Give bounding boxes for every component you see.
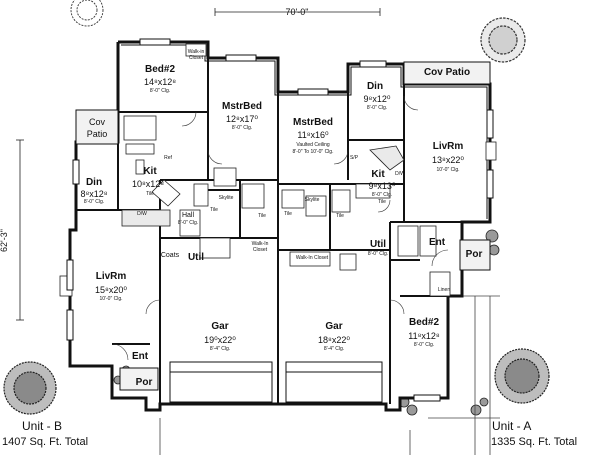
- tile-3: Tile: [284, 211, 292, 217]
- room-mstrbed-a-name: MstrBed: [292, 117, 334, 128]
- cov-patio-b-line2: Patio: [86, 129, 108, 139]
- linen-label: Linen: [437, 287, 451, 293]
- door-swings: [111, 95, 449, 361]
- patios: [75, 61, 491, 391]
- room-gar-b-note: 8'-4" Clg.: [209, 346, 231, 352]
- unit-b-area: 1407 Sq. Ft. Total: [2, 436, 89, 448]
- ref-label: Ref: [164, 155, 172, 161]
- room-din-b-note: 8'-0" Clg.: [83, 199, 105, 205]
- room-kit-a-note: 8'-0" Clg.: [371, 192, 393, 198]
- dw-b-label: D/W: [137, 211, 147, 217]
- hall-label: Hall: [181, 212, 195, 219]
- por-b-label: Por: [135, 377, 153, 388]
- ent-b-label: Ent: [131, 351, 149, 362]
- room-kit-b-note: Tile: [146, 191, 154, 197]
- room-bed2-a-size: 11⁸x12⁸: [408, 331, 440, 341]
- room-din-a-note: 8'-0" Clg.: [366, 105, 388, 111]
- room-din-b-name: Din: [85, 177, 103, 188]
- room-mstrbed-b-name: MstrBed: [221, 101, 263, 112]
- tree-top-left: [70, 0, 104, 27]
- room-mstrbed-b-size: 12⁸x17⁰: [226, 114, 258, 124]
- room-bed2-a-note: 8'-0" Clg.: [413, 342, 435, 348]
- room-kit-b-name: Kit: [143, 166, 157, 177]
- walkin-closet-b-2: Closet: [252, 247, 268, 253]
- tile-1: Tile: [210, 207, 218, 213]
- room-bed2-b-note: 8'-0" Clg.: [149, 88, 171, 94]
- unit-a-area: 1335 Sq. Ft. Total: [491, 436, 578, 448]
- room-kit-a-name: Kit: [371, 169, 385, 180]
- unit-a-name: Unit - A: [492, 419, 532, 433]
- coats-label: Coats: [160, 252, 180, 259]
- room-din-a-size: 9⁸x12⁰: [363, 94, 391, 104]
- tile-2: Tile: [258, 213, 266, 219]
- overall-width-dimension: [214, 8, 381, 16]
- room-kit-b-size: 10⁸x12⁸: [131, 179, 165, 189]
- overall-depth-dimension: [16, 139, 24, 321]
- ent-a-label: Ent: [428, 237, 446, 248]
- room-bed2-b-name: Bed#2: [144, 64, 176, 75]
- room-mstrbed-a-note: Vaulted Ceiling: [296, 142, 330, 148]
- util-a-note: 8'-0" Clg.: [367, 251, 389, 257]
- room-livrm-a-size: 13⁸x22⁰: [432, 155, 464, 165]
- room-din-b-size: 8⁸x12⁸: [80, 189, 108, 199]
- dw-a-label: D/W: [395, 171, 405, 177]
- garage-doors: [169, 361, 383, 403]
- skylite-a: Skylite: [304, 197, 320, 203]
- walkin-closet-b-1: Walk-In: [251, 241, 269, 247]
- room-livrm-a-name: LivRm: [432, 141, 464, 152]
- overall-width-label: 70'-0": [285, 7, 309, 17]
- windows: [66, 38, 494, 402]
- tree-bottom-left: [3, 361, 57, 415]
- room-kit-a-size: 9⁸x13⁰: [368, 181, 396, 191]
- skylite-b: Skylite: [218, 195, 234, 201]
- room-bed2-a-name: Bed#2: [408, 317, 440, 328]
- tree-bottom-right: [494, 348, 550, 404]
- cov-patio-b-line1: Cov: [88, 117, 106, 127]
- driveway: [159, 295, 500, 455]
- cov-patio-a-label: Cov Patio: [423, 67, 471, 78]
- room-livrm-b-note: 10'-0" Clg.: [99, 296, 123, 302]
- room-gar-a-note: 8'-4" Clg.: [323, 346, 345, 352]
- fixtures: [59, 43, 497, 297]
- walkin-closet-top-2: Closet: [188, 55, 204, 61]
- room-gar-b-name: Gar: [211, 321, 229, 332]
- walkin-closet-top-1: Walk-in: [187, 49, 205, 55]
- room-gar-a-size: 18⁸x22⁰: [318, 335, 350, 345]
- util-a-label: Util: [369, 239, 387, 250]
- tree-top-right: [480, 17, 526, 63]
- room-livrm-b-size: 15⁸x20⁰: [95, 285, 127, 295]
- room-gar-a-name: Gar: [325, 321, 343, 332]
- room-gar-b-size: 19⁰x22⁰: [204, 335, 236, 345]
- room-livrm-b-name: LivRm: [95, 271, 127, 282]
- walkin-closet-a: Walk-In Closet: [295, 255, 329, 261]
- room-mstrbed-b-note: 8'-0" Clg.: [231, 125, 253, 131]
- room-din-a-name: Din: [366, 81, 384, 92]
- room-livrm-a-note: 10'-0" Clg.: [436, 167, 460, 173]
- tile-4: Tile: [336, 213, 344, 219]
- unit-b-name: Unit - B: [22, 419, 63, 433]
- room-bed2-b-size: 14⁸x12⁸: [143, 77, 177, 87]
- room-kit-a-note2: Tile: [378, 199, 386, 205]
- room-mstrbed-a-size: 11⁸x16⁰: [297, 130, 329, 140]
- util-b-label: Util: [187, 252, 205, 263]
- overall-depth-label: 62'-3": [0, 229, 9, 252]
- por-a-label: Por: [465, 249, 483, 260]
- hall-note: 8'-0" Clg.: [177, 220, 199, 226]
- sp-label: S/P: [349, 155, 359, 161]
- room-mstrbed-a-note2: 8'-0" To 10'-0" Clg.: [292, 149, 334, 155]
